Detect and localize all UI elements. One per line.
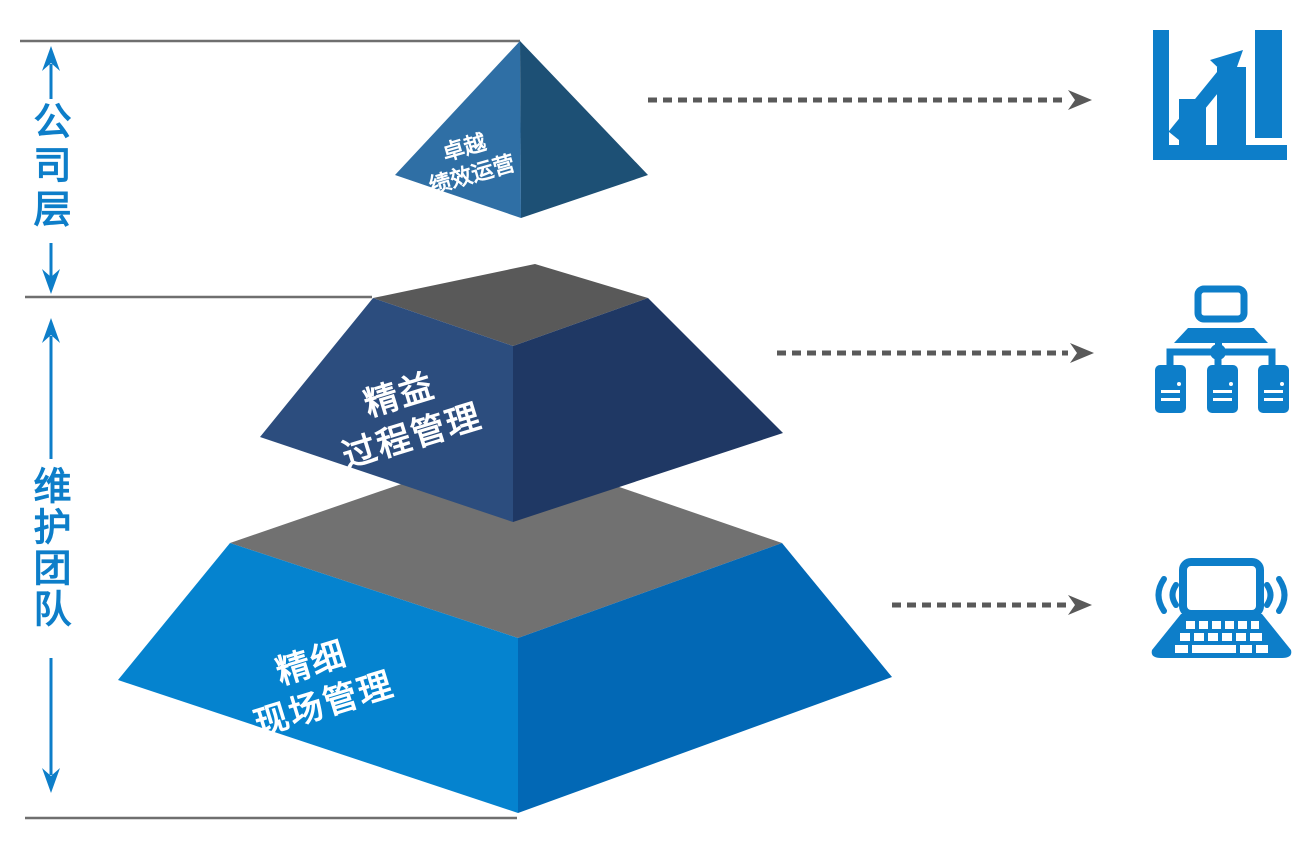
maintenance-team-span-arrow	[42, 318, 60, 793]
wireless-laptop-icon	[1151, 558, 1292, 658]
arrow-right-icon	[1070, 343, 1094, 363]
arrow-down-icon	[42, 768, 60, 793]
terminal-towers	[1155, 365, 1289, 413]
tier-middle-left-face	[260, 298, 513, 522]
tier-bottom-shape	[118, 448, 892, 813]
tier-middle-right-face	[513, 298, 783, 522]
tier-top-right-face	[520, 41, 648, 218]
dashed-arrows	[648, 90, 1094, 615]
tier-top-shape	[395, 41, 648, 218]
company-level-label: 公司层	[27, 101, 69, 233]
growth-bar-chart-icon	[1153, 30, 1287, 160]
tier-top-left-face	[395, 41, 521, 218]
arrow-right-icon	[1068, 595, 1092, 615]
wifi-signal-icon	[1155, 576, 1288, 614]
tier-bottom-right-face	[518, 543, 892, 813]
tier-bottom-top-face	[230, 448, 782, 638]
tier-bottom-left-face	[118, 543, 518, 813]
arrow-up-icon	[42, 46, 60, 71]
company-level-span-arrow	[42, 46, 60, 294]
maintenance-team-label: 维护团队	[27, 466, 69, 630]
arrow-right-icon	[1068, 90, 1092, 110]
tower-details	[1161, 382, 1284, 401]
network-terminals-icon	[1155, 285, 1289, 413]
tier-middle-top-face	[373, 264, 648, 346]
arrow-down-icon	[42, 269, 60, 294]
tier-middle-shape	[260, 264, 783, 522]
arrow-up-icon	[42, 318, 60, 343]
keyboard-keys	[1175, 621, 1268, 653]
